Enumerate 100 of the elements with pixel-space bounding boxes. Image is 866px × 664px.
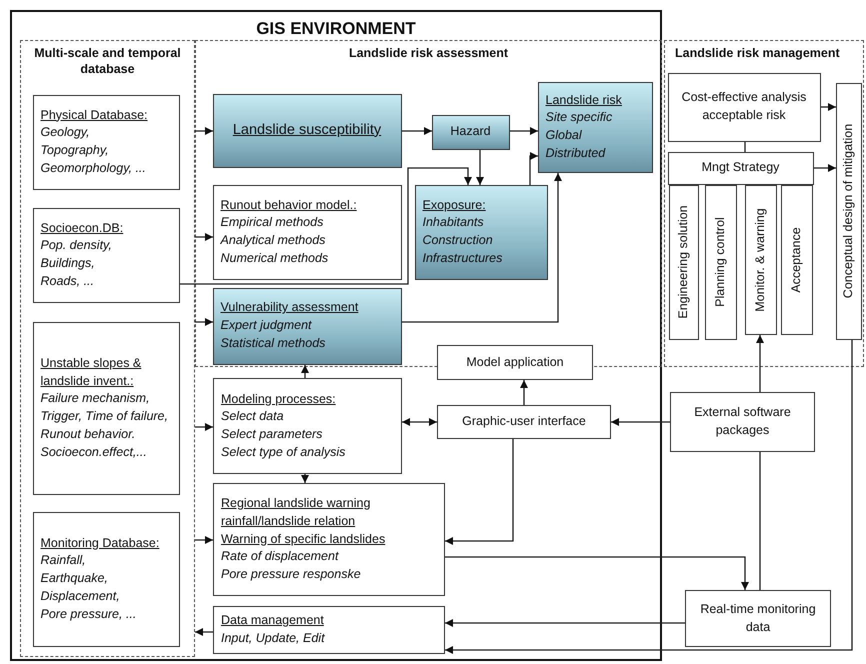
list-item: Input, Update, Edit (221, 630, 326, 647)
list-item: Earthquake, (40, 570, 109, 588)
list-item: Select type of analysis (221, 444, 346, 461)
box-heading: Vulnerability assessment (220, 299, 360, 316)
arrow (520, 380, 528, 405)
process-box (212, 94, 402, 168)
list-item: Geology, (40, 124, 91, 142)
list-item: Displacement, (40, 588, 121, 605)
box-heading: Warning of specific landslides (221, 530, 386, 548)
arrow (821, 103, 836, 111)
box-heading: Monitoring Database: (40, 534, 160, 552)
list-item: Distributed (546, 144, 606, 162)
box-label: Acceptance (788, 226, 804, 292)
arrow (529, 152, 538, 185)
list-item: Site specific (546, 109, 614, 126)
arrow (301, 365, 309, 378)
arrow (195, 536, 213, 544)
info-box (32, 512, 180, 646)
list-item: Socioecon.effect,... (40, 444, 148, 460)
info-box (670, 392, 815, 452)
info-box (213, 378, 402, 474)
arrow (195, 628, 213, 636)
info-box (836, 82, 862, 340)
box-heading: Landslide susceptibility (232, 120, 382, 140)
assessment-panel (195, 40, 662, 367)
box-heading: Physical Database: (40, 106, 149, 124)
box-label: Graphic-user interface (462, 413, 586, 430)
box-heading: Unstable slopes & landslide invent.: (40, 354, 142, 390)
list-item: Construction (422, 232, 494, 249)
box-heading: Runout behavior model.: (220, 196, 358, 214)
info-box (437, 345, 593, 380)
box-label: Real-time monitoring data (699, 600, 817, 636)
database-panel (20, 40, 195, 657)
arrow (195, 423, 213, 431)
environment-frame (10, 10, 662, 661)
box-label: Engineering solution (674, 205, 691, 319)
arrow (402, 127, 432, 135)
info-box (668, 72, 820, 142)
connector-line (744, 142, 746, 152)
connector-line (759, 452, 761, 590)
box-label: Hazard (450, 123, 491, 140)
box-heading: Data management (221, 612, 325, 630)
info-box (437, 405, 611, 439)
arrow (445, 340, 853, 654)
list-item: Expert judgment (220, 317, 313, 334)
panel-title: GIS ENVIRONMENT (255, 18, 417, 40)
arrow (814, 164, 836, 172)
arrow (402, 418, 437, 426)
arrow (195, 233, 213, 241)
box-label: Mngt Strategy (702, 159, 780, 176)
box-label: Monitor. & warning (752, 208, 768, 312)
info-box (212, 184, 402, 280)
process-box (414, 184, 548, 280)
box-label: External software packages (693, 404, 792, 439)
arrow (756, 335, 764, 392)
box-heading: Landslide risk (546, 92, 623, 108)
arrow (180, 167, 472, 285)
list-item: Empirical methods (220, 214, 324, 232)
box-heading: Socioecon.DB: (40, 220, 124, 236)
list-item: Pop. density, (40, 237, 113, 254)
arrow (611, 418, 670, 426)
list-item: Rainfall, (40, 552, 87, 570)
box-label: Planning control (712, 217, 728, 307)
management-panel (664, 40, 864, 367)
box-heading: Regional landslide warning rainfall/landslide relation (221, 495, 372, 530)
info-box (668, 184, 698, 340)
list-item: Numerical methods (220, 250, 330, 267)
list-item: Pore pressure responske (221, 566, 362, 584)
process-box (538, 82, 652, 172)
arrow (445, 556, 749, 590)
list-item: Pore pressure, ... (40, 606, 138, 623)
info-box (668, 152, 814, 184)
list-item: Roads, ... (40, 272, 95, 290)
list-item: Buildings, (40, 255, 96, 272)
list-item: Runout behavior. (40, 426, 136, 443)
list-item: Geomorphology, ... (40, 160, 147, 177)
panel-title: Landslide risk management (675, 45, 841, 62)
list-item: Analytical methods (220, 232, 326, 249)
list-item: Select data (221, 408, 285, 426)
list-item: Select parameters (221, 426, 324, 443)
info-box (780, 184, 812, 334)
list-item: Failure mechanism, Trigger, Time of failure, (40, 390, 169, 425)
panel-title: Multi-scale and temporal database (33, 45, 182, 78)
info-box (32, 208, 180, 302)
info-box (32, 94, 180, 190)
arrow (445, 619, 685, 627)
info-box (213, 483, 445, 596)
arrow (445, 439, 514, 545)
box-label: Model application (466, 354, 564, 371)
box-label: Conceptual design of mitigation (840, 124, 856, 298)
info-box (32, 322, 180, 494)
list-item: Rate of displacement (221, 548, 340, 566)
info-box (685, 590, 831, 647)
info-box (744, 184, 776, 334)
arrow (402, 173, 562, 323)
list-item: Infrastructures (422, 250, 504, 267)
list-item: Global (546, 127, 583, 144)
arrow (195, 127, 213, 135)
process-box (212, 288, 402, 364)
panel-title: Landslide risk assessment (348, 45, 510, 62)
